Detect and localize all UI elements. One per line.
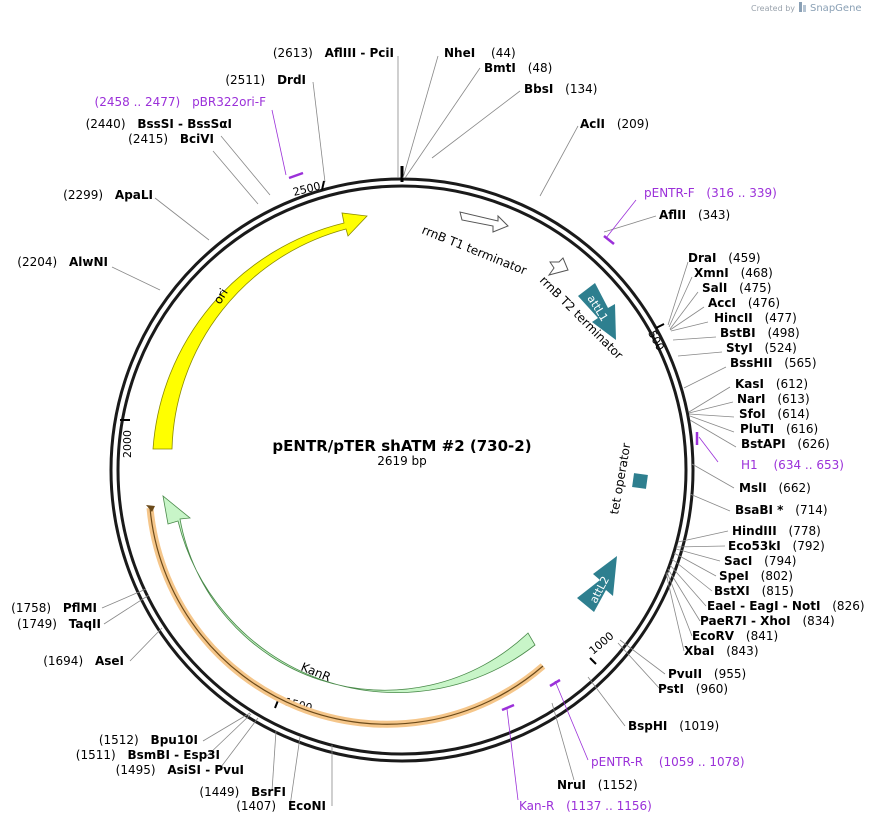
- tick-label-2000: 2000: [121, 430, 134, 458]
- site-label: AccI (476): [708, 296, 780, 310]
- tick-mark-2500: [321, 180, 325, 191]
- snapgene-watermark: Created by SnapGene: [751, 2, 862, 14]
- site-label: StyI (524): [726, 341, 797, 355]
- site-label: BspHI (1019): [628, 719, 719, 733]
- site-label: (2440) BssSI - BssSαI: [86, 117, 232, 131]
- site-label: (2415) BciVI: [128, 132, 214, 146]
- watermark-brand: SnapGene: [810, 3, 862, 14]
- site-label: PvuII (955): [668, 667, 746, 681]
- primer-label-kan-r: Kan-R (1137 .. 1156): [519, 799, 652, 813]
- site-label: (1449) BsrFI: [199, 785, 286, 799]
- site-label: XbaI (843): [684, 644, 759, 658]
- site-label: (1511) BsmBI - Esp3I: [76, 748, 220, 762]
- plasmid-backbone: [109, 166, 695, 763]
- site-leader-lines: [101, 55, 737, 807]
- site-label: (1407) EcoNI: [236, 799, 326, 813]
- primer-label-h1: H1 (634 .. 653): [741, 458, 844, 472]
- site-label: NarI (613): [737, 392, 810, 406]
- site-label: SfoI (614): [739, 407, 810, 421]
- tick-label-1000: 1000: [587, 629, 617, 657]
- plasmid-length: 2619 bp: [377, 454, 427, 468]
- site-label: (1758) PflMI: [11, 601, 97, 615]
- site-label: NruI (1152): [557, 778, 638, 792]
- tick-label-500: 500: [645, 328, 666, 353]
- feature-rrnb-t1: rrnB T1 terminator: [420, 211, 529, 278]
- site-label: NheI (44): [444, 46, 516, 60]
- site-labels-left: (2613) AflIII - PciI (2511) DrdI (2440) …: [11, 46, 394, 813]
- site-label: BstBI (498): [720, 326, 800, 340]
- feature-label-kanr: KanR: [299, 660, 333, 685]
- primer-labels: pENTR-F (316 .. 339) H1 (634 .. 653) pEN…: [95, 95, 844, 813]
- site-label: SalI (475): [702, 281, 771, 295]
- site-label: MslI (662): [739, 481, 811, 495]
- feature-label-tet-operator: tet operator: [607, 442, 633, 516]
- site-label: Eco53kI (792): [728, 539, 825, 553]
- site-label: (1512) Bpu10I: [99, 733, 198, 747]
- tick-mark-1000: [589, 657, 597, 665]
- site-label: KasI (612): [735, 377, 808, 391]
- site-label: AclI (209): [580, 117, 649, 131]
- primer-label-pbr322ori-f: (2458 .. 2477) pBR322ori-F: [95, 95, 267, 109]
- feature-attl2: attL2: [577, 556, 617, 612]
- feature-tet-operator: tet operator: [607, 442, 648, 516]
- primer-marks: [288, 171, 699, 712]
- plasmid-title-block: pENTR/pTER shATM #2 (730-2) 2619 bp: [272, 437, 531, 468]
- feature-label-rrnb-t1: rrnB T1 terminator: [420, 223, 529, 278]
- plasmid-name: pENTR/pTER shATM #2 (730-2): [272, 437, 531, 455]
- site-label: (2299) ApaLI: [63, 188, 153, 202]
- site-label: AflII (343): [659, 208, 730, 222]
- site-label: PstI (960): [658, 682, 728, 696]
- site-label: HincII (477): [714, 311, 797, 325]
- site-label: PaeR7I - XhoI (834): [700, 614, 835, 628]
- site-label: HindIII (778): [732, 524, 821, 538]
- site-label: BstXI (815): [714, 584, 794, 598]
- primer-label-pentr-r: pENTR-R (1059 .. 1078): [591, 755, 745, 769]
- site-label: BssHII (565): [730, 356, 817, 370]
- tick-mark-500: [655, 323, 665, 329]
- site-label: DraI (459): [688, 251, 761, 265]
- feature-ori: ori: [152, 212, 368, 450]
- site-label: SacI (794): [724, 554, 796, 568]
- site-label: BmtI (48): [484, 61, 552, 75]
- site-label: SpeI (802): [719, 569, 793, 583]
- watermark-prefix: Created by: [751, 4, 795, 13]
- site-label: (2204) AlwNI: [17, 255, 108, 269]
- site-label: EaeI - EagI - NotI (826): [707, 599, 865, 613]
- site-label: XmnI (468): [694, 266, 773, 280]
- site-label: BbsI (134): [524, 82, 597, 96]
- site-labels-right: NheI (44) BmtI (48) BbsI (134) AclI (209…: [444, 46, 865, 792]
- site-label: PluTI (616): [740, 422, 818, 436]
- site-label: (1749) TaqII: [17, 617, 101, 631]
- site-label: EcoRV (841): [692, 629, 778, 643]
- snapgene-logo-icon: [799, 2, 806, 12]
- site-label: BstAPI (626): [741, 437, 830, 451]
- primer-label-pentr-f: pENTR-F (316 .. 339): [644, 186, 777, 200]
- site-label: (1495) AsiSI - PvuI: [116, 763, 244, 777]
- site-label: (2511) DrdI: [225, 73, 306, 87]
- site-label: (1694) AseI: [43, 654, 124, 668]
- site-label: BsaBI * (714): [735, 503, 828, 517]
- site-label: (2613) AflIII - PciI: [273, 46, 394, 60]
- feature-kanr: KanR: [146, 495, 546, 728]
